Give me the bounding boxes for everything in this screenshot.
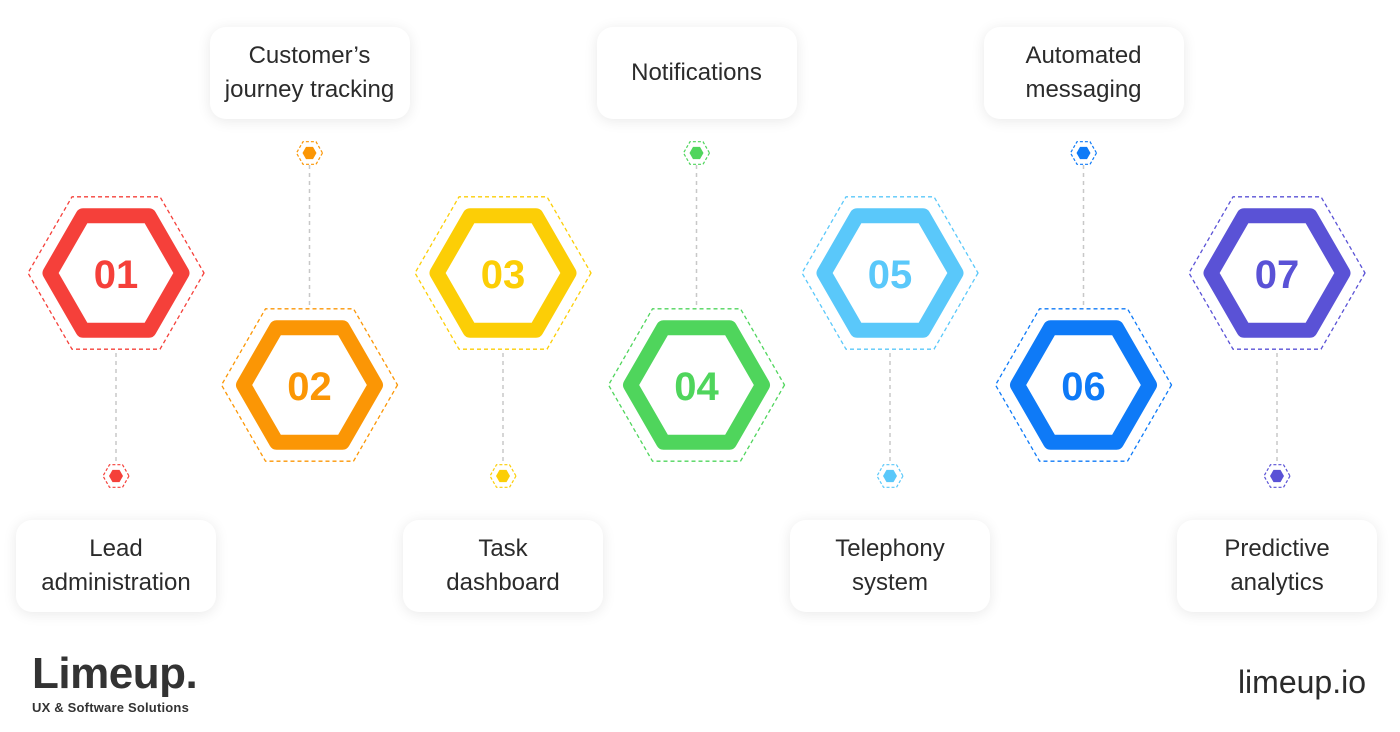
- step-hexagon-dashed-ring: [220, 308, 399, 462]
- step-hexagon-dashed-ring: [414, 196, 592, 350]
- step-number: 07: [1255, 253, 1300, 297]
- node-hexagon-outline: [876, 464, 904, 488]
- step-number: 02: [287, 365, 332, 409]
- node-hexagon-dot: [1076, 146, 1091, 160]
- step-hexagon: [623, 320, 770, 450]
- step-label-card: Lead administration: [16, 520, 216, 612]
- step-label-card: Customer’s journey tracking: [209, 27, 410, 119]
- node-hexagon-outline: [102, 464, 130, 488]
- node-hexagon-outline: [489, 464, 517, 488]
- node-hexagon-outline: [682, 141, 711, 165]
- step-hexagon-dashed-ring: [27, 196, 205, 350]
- step-number: 03: [481, 253, 526, 297]
- step-label: Automated messaging: [1025, 42, 1142, 103]
- node-hexagon-outline: [1069, 141, 1098, 165]
- brand-logo: Limeup. UX & Software Solutions: [32, 649, 198, 716]
- step-label-card: Automated messaging: [983, 27, 1184, 119]
- node-hexagon-dot: [1270, 469, 1284, 483]
- step-label-card: Predictive analytics: [1177, 520, 1377, 612]
- step-hexagon-dashed-ring: [801, 196, 979, 350]
- step-hexagon-dashed-ring: [994, 308, 1173, 462]
- step-label: Notifications: [631, 59, 762, 86]
- step-number: 01: [94, 253, 139, 297]
- step-label: Telephony system: [835, 535, 945, 596]
- step-hexagon: [236, 320, 383, 450]
- step-label-card: Notifications: [596, 27, 797, 119]
- step-hexagon: [816, 208, 964, 338]
- node-hexagon-dot: [496, 469, 510, 483]
- step-hexagon: [429, 208, 577, 338]
- brand-name: Limeup.: [32, 649, 198, 698]
- node-hexagon-dot: [302, 146, 317, 160]
- step-hexagon: [1203, 208, 1351, 338]
- step-label: Customer’s journey tracking: [224, 42, 395, 103]
- step-hexagon-dashed-ring: [1188, 196, 1366, 350]
- step-hexagon: [1010, 320, 1157, 450]
- step-number: 04: [674, 365, 719, 409]
- step-label: Task dashboard: [446, 535, 560, 596]
- step-hexagon-dashed-ring: [607, 308, 786, 462]
- node-hexagon-outline: [1263, 464, 1291, 488]
- step-number: 05: [868, 253, 913, 297]
- brand-url: limeup.io: [1237, 664, 1366, 700]
- node-hexagon-dot: [109, 469, 123, 483]
- step-label: Lead administration: [41, 535, 191, 596]
- step-hexagon: [42, 208, 190, 338]
- brand-tagline: UX & Software Solutions: [32, 700, 190, 715]
- step-number: 06: [1061, 365, 1106, 409]
- node-hexagon-dot: [689, 146, 704, 160]
- step-label: Predictive analytics: [1224, 535, 1330, 596]
- node-hexagon-outline: [295, 141, 324, 165]
- step-label-card: Telephony system: [790, 520, 990, 612]
- node-hexagon-dot: [883, 469, 897, 483]
- step-label-card: Task dashboard: [403, 520, 603, 612]
